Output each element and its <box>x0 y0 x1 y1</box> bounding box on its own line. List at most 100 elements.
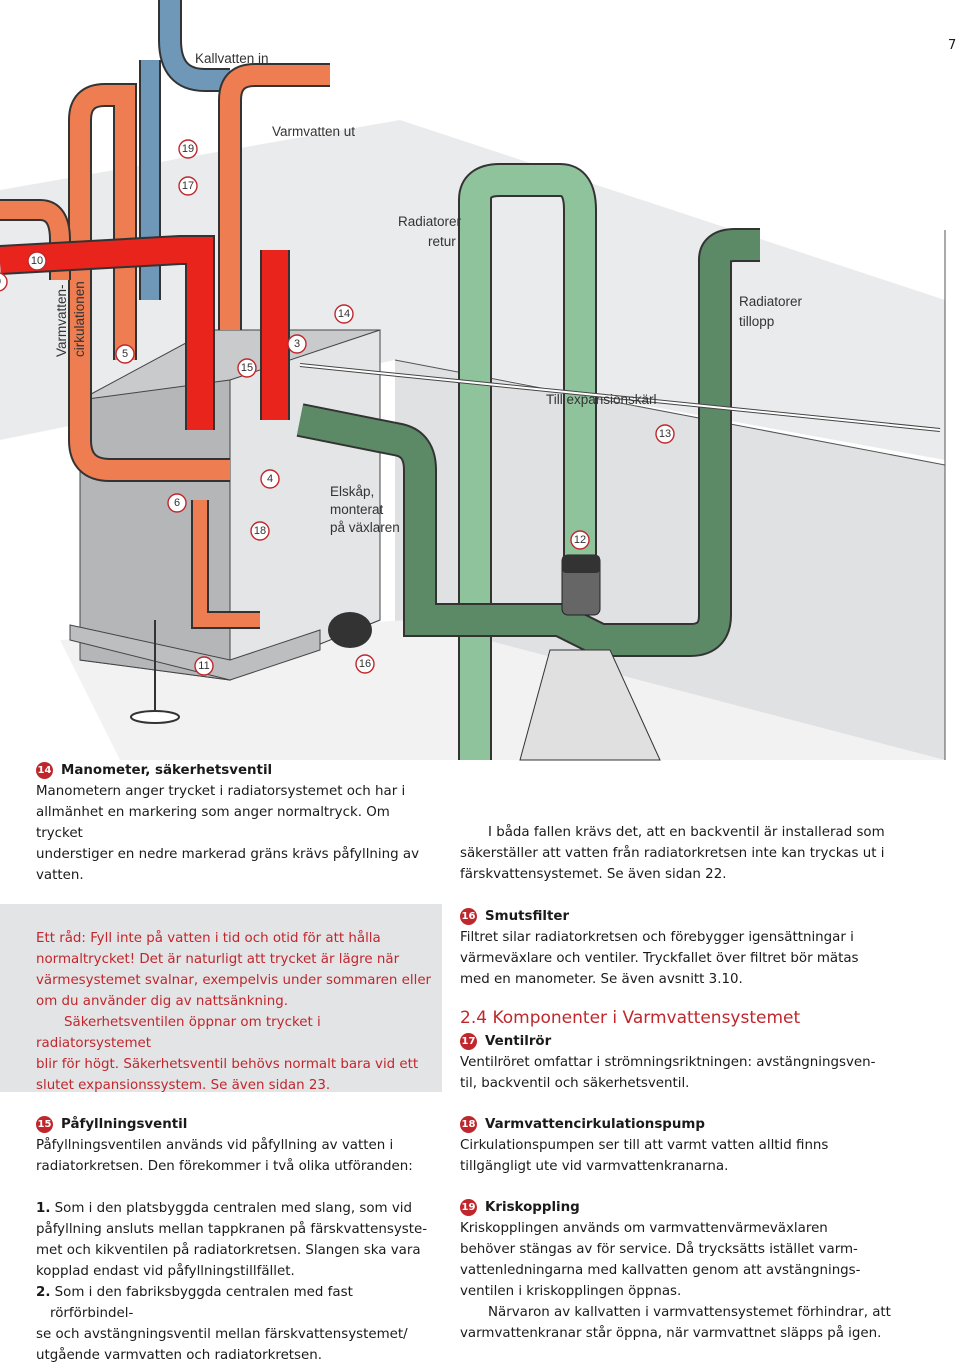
advice-line: värmesystemet svalnar, exempelvis under … <box>36 973 432 988</box>
list-item: 2. Som i den fabriksbyggda centralen med… <box>36 1285 353 1321</box>
svg-text:12: 12 <box>574 534 586 546</box>
label-elskap-2: monterat <box>330 502 384 517</box>
section-14: 14 Manometer, säkerhetsventil Manometern … <box>36 760 436 886</box>
badge-14-text: 14 <box>36 762 53 779</box>
paragraph-line: säkerställer att vatten från radiatorkre… <box>460 846 885 861</box>
section-18-line: tillgängligt ute vid varmvattenkranarna. <box>460 1159 729 1174</box>
section-19: 19 Kriskoppling Kriskopplingen används om… <box>460 1197 900 1344</box>
svg-text:6: 6 <box>174 497 180 509</box>
badge-14: 14 <box>334 304 354 324</box>
label-kallvatten-in: Kallvatten in <box>195 51 269 66</box>
label-expansion: Till expansionskärl <box>546 392 657 407</box>
badge-15: 15 <box>237 358 257 378</box>
section-14-title: Manometer, säkerhetsventil <box>61 763 273 778</box>
label-cirk-1: Varmvatten- <box>54 284 69 357</box>
badge-3: 3 <box>287 334 307 354</box>
list-item-cont: kopplad endast vid påfyllningstillfället… <box>36 1264 295 1279</box>
advice-line: om du använder dig av nattsänkning. <box>36 994 288 1009</box>
badge-10: 10 <box>27 251 47 271</box>
badge-17: 17 <box>178 176 198 196</box>
label-cirk-2: cirkulationen <box>72 281 87 357</box>
section-16: 16 Smutsfilter Filtret silar radiatorkret… <box>460 906 900 990</box>
list-item-cont: påfyllning ansluts mellan tappkranen på … <box>36 1222 428 1237</box>
svg-text:19: 19 <box>182 143 194 155</box>
advice-box: Ett råd: Fyll inte på vatten i tid och o… <box>0 904 442 1093</box>
section-15-line: Påfyllningsventilen används vid påfyllni… <box>36 1138 394 1153</box>
section-16-title: Smutsfilter <box>485 909 570 924</box>
section-19-line: Närvaron av kallvatten i varmvattensyste… <box>488 1305 891 1320</box>
svg-text:11: 11 <box>198 660 209 672</box>
label-radiatorer-retur-1: Radiatorer <box>398 214 462 229</box>
badge-16: 16 <box>355 654 375 674</box>
badge-5: 5 <box>115 344 135 364</box>
section-17-line: til, backventil och säkerhetsventil. <box>460 1076 690 1091</box>
label-elskap-3: på växlaren <box>330 520 400 535</box>
badge-16-text: 16 <box>460 908 477 925</box>
badge-15-text: 15 <box>36 1116 53 1133</box>
badge-4: 4 <box>260 469 280 489</box>
section-17-title: Ventilrör <box>485 1034 552 1049</box>
badge-13: 13 <box>655 424 675 444</box>
list-item-cont: utgående varmvatten och radiatorkretsen. <box>36 1348 323 1363</box>
advice-line: Ett råd: Fyll inte på vatten i tid och o… <box>36 931 381 946</box>
section-14-line: understiger en nedre markerad gräns kräv… <box>36 847 419 862</box>
svg-text:16: 16 <box>359 658 371 670</box>
label-radiatorer-tillopp-1: Radiatorer <box>739 294 803 309</box>
section-19-line: Kriskopplingen används om varmvattenvärm… <box>460 1221 828 1236</box>
section-18-title: Varmvattencirkulationspump <box>485 1117 705 1132</box>
badge-19: 19 <box>178 139 198 159</box>
section-19-title: Kriskoppling <box>485 1200 580 1215</box>
label-radiatorer-retur-2: retur <box>428 234 456 249</box>
list-item: 1. Som i den platsbyggda centralen med s… <box>36 1201 412 1216</box>
svg-text:14: 14 <box>338 308 350 320</box>
section-18-line: Cirkulationspumpen ser till att varmt va… <box>460 1138 829 1153</box>
svg-text:18: 18 <box>254 525 266 537</box>
section-19-line: behöver stängas av för service. Då tryck… <box>460 1242 858 1257</box>
page-number: 7 <box>948 38 957 53</box>
section-16-line: med en manometer. Se även avsnitt 3.10. <box>460 972 743 987</box>
section-14-line: Manometern anger trycket i radiatorsyste… <box>36 784 406 799</box>
advice-line: blir för högt. Säkerhetsventil behövs no… <box>36 1057 419 1072</box>
section-16-line: värmeväxlare och ventiler. Tryckfallet ö… <box>460 951 859 966</box>
svg-text:5: 5 <box>122 348 128 360</box>
svg-text:9: 9 <box>0 276 1 288</box>
label-elskap-1: Elskåp, <box>330 484 374 499</box>
advice-line: normaltrycket! Det är naturligt att tryc… <box>36 952 400 967</box>
section-14-line: vatten. <box>36 868 84 883</box>
badge-11: 11 <box>194 656 214 676</box>
paragraph-line: färskvattensystemet. Se även sidan 22. <box>460 867 727 882</box>
heading-2-4: 2.4 Komponenter i Varmvattensystemet <box>460 1008 801 1028</box>
badge-6: 6 <box>167 493 187 513</box>
section-14-line: allmänhet en markering som anger normalt… <box>36 805 390 841</box>
badge-17-text: 17 <box>460 1033 477 1050</box>
svg-text:10: 10 <box>31 255 43 267</box>
section-19-line: varmvattenkranar står öppna, när varmvat… <box>460 1326 882 1341</box>
label-radiatorer-tillopp-2: tillopp <box>739 314 774 329</box>
list-item-cont: se och avstängningsventil mellan färskva… <box>36 1327 408 1342</box>
badge-12: 12 <box>570 530 590 550</box>
section-15-line: radiatorkretsen. Den förekommer i två ol… <box>36 1159 413 1174</box>
badge-18: 18 <box>250 521 270 541</box>
svg-text:15: 15 <box>241 362 253 374</box>
paragraph-line: I båda fallen krävs det, att en backvent… <box>488 825 885 840</box>
section-15: 15 Påfyllningsventil Påfyllningsventilen … <box>36 1114 436 1366</box>
svg-text:17: 17 <box>182 180 194 192</box>
section-19-line: vattenledningarna med kallvatten genom a… <box>460 1263 861 1278</box>
badge-18-text: 18 <box>460 1116 477 1133</box>
label-varmvatten-ut: Varmvatten ut <box>272 124 355 139</box>
section-16-line: Filtret silar radiatorkretsen och föreby… <box>460 930 854 945</box>
section-15-title: Påfyllningsventil <box>61 1117 188 1132</box>
section-19-line: ventilen i kriskopplingen öppnas. <box>460 1284 682 1299</box>
section-18: 18 Varmvattencirkulationspump Cirkulation… <box>460 1114 900 1177</box>
advice-line: Säkerhetsventilen öppnar om trycket i ra… <box>36 1015 321 1051</box>
list-item-cont: met och kikventilen på radiatorkretsen. … <box>36 1243 421 1258</box>
svg-text:13: 13 <box>659 428 671 440</box>
svg-text:3: 3 <box>294 338 300 350</box>
section-17-line: Ventilröret omfattar i strömningsriktnin… <box>460 1055 876 1070</box>
badge-9: 9 <box>0 272 8 292</box>
backventil-paragraph: I båda fallen krävs det, att en backvent… <box>460 822 900 885</box>
heating-system-diagram: Kallvatten in Varmvatten ut Radiatorer r… <box>0 0 946 761</box>
advice-line: slutet expansionssystem. Se även sidan 2… <box>36 1078 331 1093</box>
badge-19-text: 19 <box>460 1199 477 1216</box>
